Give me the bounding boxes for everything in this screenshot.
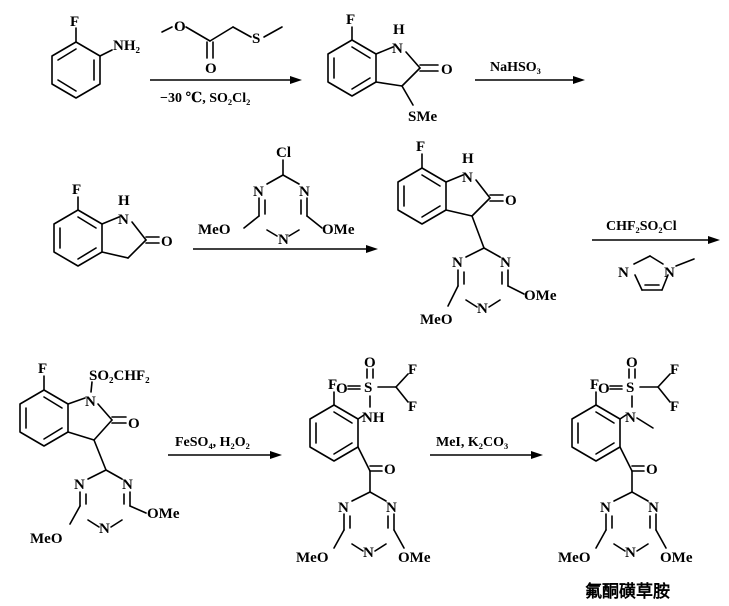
atom-label: H	[393, 22, 405, 38]
atom-label: S	[626, 380, 634, 396]
atom-label: O	[205, 61, 217, 77]
atom-label: OMe	[524, 288, 557, 304]
atom-label: N	[648, 500, 659, 516]
atom-label: SMe	[408, 109, 438, 125]
atom-label: F	[670, 399, 679, 415]
compound-sulfonamide-ketone: F NH S O O F F O N N N MeO OMe	[296, 355, 431, 566]
atom-label: F	[408, 362, 417, 378]
atom-label: O	[364, 355, 376, 371]
compound-n-sulfonyl-oxindole: F N SO₂CHF₂ O N N N OMe MeO	[19, 361, 180, 547]
atom-label: H	[462, 151, 474, 167]
atom-label: MeO	[420, 312, 452, 328]
atom-label: O	[336, 381, 348, 397]
atom-label: N	[625, 545, 636, 561]
atom-label: O	[128, 416, 140, 432]
atom-label: O	[626, 355, 638, 371]
atom-label: F	[70, 14, 79, 30]
atom-label: NH₂	[113, 38, 141, 54]
atom-label: O	[384, 462, 396, 478]
atom-label: N	[392, 41, 403, 57]
reaction-arrow	[475, 76, 585, 84]
atom-label: F	[670, 362, 679, 378]
atom-label: N	[664, 265, 675, 281]
reaction-condition-step6: MeI, K₂CO₃	[436, 435, 508, 450]
atom-label: N	[278, 232, 289, 248]
atom-label: N	[386, 500, 397, 516]
atom-label: N	[363, 545, 374, 561]
compound-final-product: F N S O O F F O N N N MeO OMe	[558, 355, 693, 566]
atom-label: N	[600, 500, 611, 516]
atom-label: SO₂CHF₂	[89, 368, 150, 384]
atom-label: N	[118, 212, 129, 228]
reaction-condition-step2: NaHSO₃	[490, 60, 541, 75]
atom-label: OMe	[660, 550, 693, 566]
atom-label: MeO	[296, 550, 328, 566]
atom-label: N	[500, 255, 511, 271]
atom-label: N	[299, 184, 310, 200]
atom-label: O	[161, 234, 173, 250]
atom-label: OMe	[322, 222, 355, 238]
atom-label: F	[38, 361, 47, 377]
atom-label: N	[618, 265, 629, 281]
reagent-methyl-methylthioacetate: O O S	[161, 19, 283, 77]
reagent-1-methylimidazole: N N	[618, 255, 695, 291]
atom-label: OMe	[398, 550, 431, 566]
atom-label: O	[174, 19, 186, 35]
atom-label: S	[364, 380, 372, 396]
atom-label: F	[590, 377, 599, 393]
compound-7-fluorooxindole: F H N O	[53, 182, 173, 267]
atom-label: F	[346, 12, 355, 28]
atom-label: NH	[362, 410, 385, 426]
atom-label: F	[416, 139, 425, 155]
atom-label: F	[72, 182, 81, 198]
product-name: 氟酮磺草胺	[585, 581, 670, 602]
atom-label: N	[99, 521, 110, 537]
atom-label: S	[252, 31, 260, 47]
atom-label: N	[74, 477, 85, 493]
reaction-arrow	[193, 245, 378, 253]
atom-label: MeO	[30, 531, 62, 547]
atom-label: O	[505, 193, 517, 209]
atom-label: O	[441, 62, 453, 78]
atom-label: N	[122, 477, 133, 493]
atom-label: MeO	[198, 222, 230, 238]
atom-label: O	[646, 462, 658, 478]
atom-label: OMe	[147, 506, 180, 522]
reaction-condition-step1: −30 ℃, SO₂Cl₂	[160, 91, 250, 106]
reaction-arrow	[430, 451, 543, 459]
reagent-chlorodimethoxytriazine: Cl N N N MeO OMe	[198, 145, 355, 248]
reaction-condition-step4: CHF₂SO₂Cl	[606, 219, 677, 234]
atom-label: Cl	[276, 145, 291, 161]
reaction-arrow	[592, 236, 720, 244]
atom-label: N	[253, 184, 264, 200]
atom-label: N	[477, 301, 488, 317]
atom-label: MeO	[558, 550, 590, 566]
atom-label: N	[625, 410, 636, 426]
reaction-arrow	[168, 451, 282, 459]
compound-triazinyl-oxindole: F H N O N N N OMe MeO	[397, 139, 557, 328]
compound-3-methylthio-oxindole: F H N O SMe	[327, 12, 453, 125]
atom-label: N	[462, 170, 473, 186]
atom-label: F	[408, 399, 417, 415]
atom-label: N	[338, 500, 349, 516]
atom-label: O	[598, 381, 610, 397]
atom-label: N	[85, 394, 96, 410]
atom-label: N	[452, 255, 463, 271]
reaction-arrow	[150, 76, 302, 84]
reaction-condition-step5: FeSO₄, H₂O₂	[175, 435, 250, 450]
atom-label: F	[328, 377, 337, 393]
atom-label: H	[118, 193, 130, 209]
compound-2-fluoroaniline: F NH₂	[51, 14, 141, 99]
